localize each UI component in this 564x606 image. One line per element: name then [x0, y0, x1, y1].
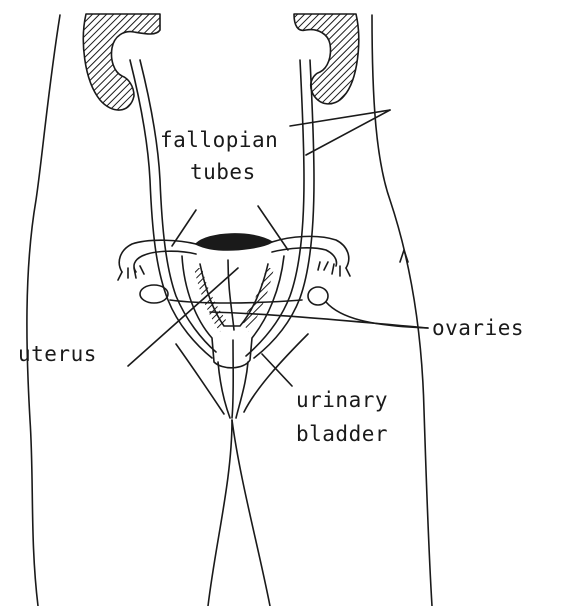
- label-fallopian-line2: tubes: [190, 160, 256, 184]
- left-fimbriae: [118, 266, 144, 280]
- left-ureter-outer: [130, 60, 212, 358]
- left-fallopian-tube: [119, 240, 196, 272]
- leg-inner-left: [208, 420, 232, 606]
- uterus-hatch-left: [194, 268, 226, 332]
- leader-bladder: [262, 354, 292, 386]
- left-ovary: [140, 285, 168, 303]
- outline-arrow: [400, 250, 408, 262]
- uterus-fundus: [196, 234, 272, 250]
- uterus-hatch-right: [242, 268, 274, 332]
- right-ovary: [308, 287, 328, 305]
- label-bladder: bladder: [296, 422, 388, 446]
- vaginal-canal-center: [232, 340, 233, 418]
- label-fallopian-line1: fallopian: [160, 128, 278, 152]
- uterus-cavity: [228, 260, 234, 330]
- right-fimbriae: [318, 262, 350, 276]
- leg-inner-right: [232, 420, 270, 606]
- vaginal-canal-right: [236, 362, 248, 418]
- leader-fallopian-left: [172, 210, 196, 246]
- left-fallopian-tube-lower: [134, 251, 196, 272]
- bladder-left: [176, 344, 224, 414]
- body-outline-right: [372, 15, 432, 606]
- right-kidney: [294, 14, 359, 104]
- pelvic-line: [170, 300, 302, 303]
- label-uterus: uterus: [18, 342, 97, 366]
- body-outline-left: [27, 15, 60, 606]
- right-ureter-inner: [254, 60, 314, 358]
- vaginal-canal-left: [218, 362, 230, 418]
- label-urinary: urinary: [296, 388, 388, 412]
- label-ovaries: ovaries: [432, 316, 524, 340]
